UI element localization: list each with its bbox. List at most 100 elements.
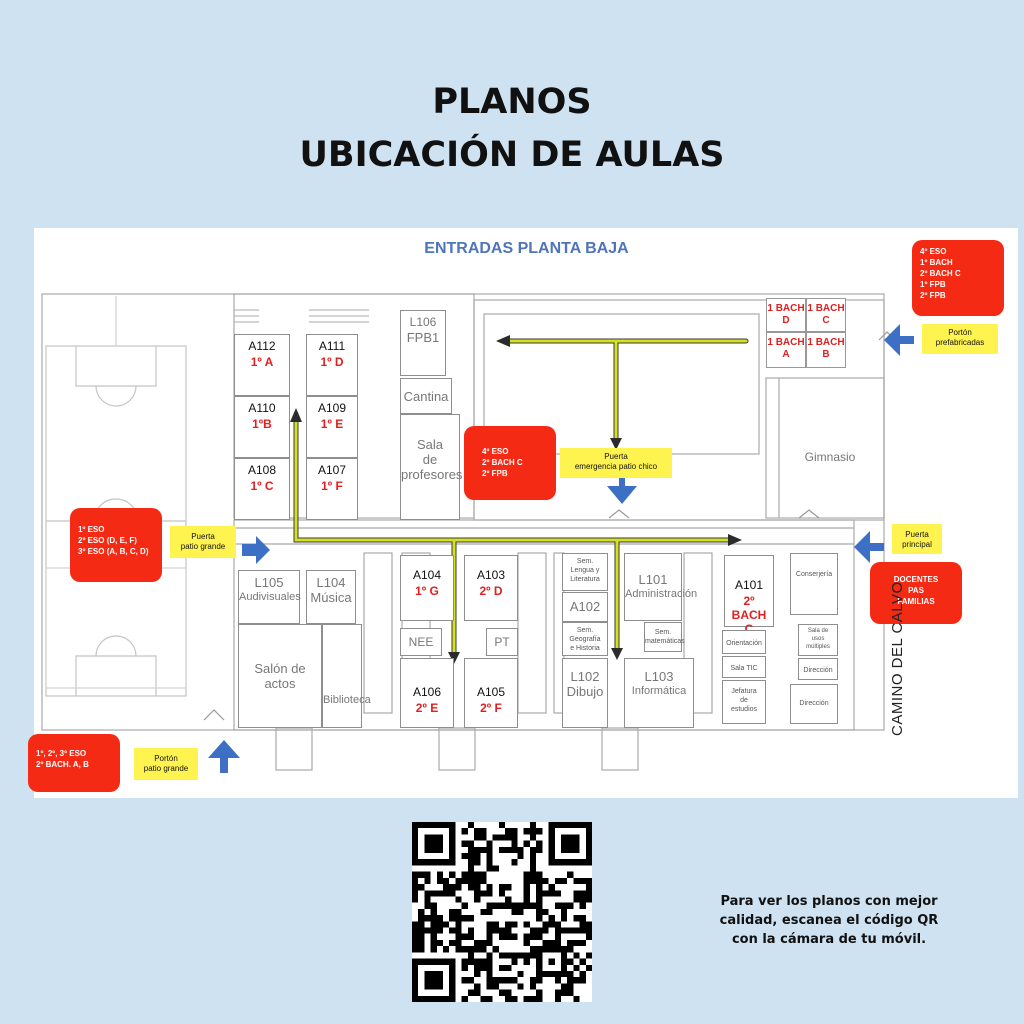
bach-group: B bbox=[822, 349, 830, 360]
room-sub: FPB1 bbox=[406, 330, 440, 345]
room-a108: A108 1º C bbox=[234, 458, 290, 520]
label-line: principal bbox=[902, 540, 932, 549]
room-cantina: Cantina bbox=[400, 378, 452, 414]
room-sala-tic: Sala TIC bbox=[722, 656, 766, 678]
room-group: 2º F bbox=[480, 701, 502, 715]
page-subtitle: UBICACIÓN DE AULAS bbox=[299, 135, 725, 175]
groups-box-top-right: 4º ESO 1º BACH 2º BACH C 1º FPB 2º FPB bbox=[912, 240, 1004, 316]
label-line: Puerta bbox=[604, 452, 628, 461]
room-a103: A103 2º D bbox=[464, 555, 518, 621]
room-group: 1º G bbox=[415, 584, 439, 598]
room-code: A107 bbox=[317, 463, 347, 477]
room-orientacion: Orientación bbox=[722, 630, 766, 654]
bach-label: 1 BACH bbox=[767, 303, 805, 314]
room-code: A110 bbox=[248, 401, 276, 415]
group-line: 1º, 2º, 3º ESO bbox=[36, 749, 87, 758]
room-name: Sala TIC bbox=[730, 665, 758, 672]
room-code: A101 bbox=[734, 578, 764, 592]
room-name: Conserjería bbox=[795, 571, 833, 578]
label-line: Portón bbox=[154, 754, 178, 763]
qr-caption-line: con la cámara de tu móvil. bbox=[731, 932, 927, 947]
room-line: actos bbox=[264, 676, 296, 691]
room-a107: A107 1º F bbox=[306, 458, 358, 520]
groups-box-right: DOCENTES PAS FAMILIAS bbox=[870, 562, 962, 624]
group-line: 1º ESO bbox=[78, 525, 105, 534]
bach-group: C bbox=[822, 315, 830, 326]
room-sub: Administración bbox=[625, 588, 698, 600]
room-direccion-2: Dirección bbox=[790, 684, 838, 724]
room-line: Sem. bbox=[576, 627, 594, 634]
room-name: Dirección bbox=[799, 700, 829, 707]
bach-label: 1 BACH bbox=[767, 337, 805, 348]
label-puerta-principal: Puerta principal bbox=[892, 524, 942, 554]
qr-code[interactable] bbox=[412, 822, 592, 1002]
room-conserjeria: Conserjería bbox=[790, 553, 838, 615]
room-code: L106 bbox=[409, 315, 437, 329]
room-group: 2º D bbox=[479, 584, 503, 598]
room-sem-matematicas: Sem.matemáticas bbox=[644, 622, 685, 652]
room-name: Gimnasio bbox=[804, 450, 856, 464]
bach-label: 1 BACH bbox=[807, 303, 845, 314]
room-line: Sem. bbox=[576, 558, 594, 565]
floor-plan-walls bbox=[41, 293, 914, 773]
room-line: de bbox=[422, 452, 438, 467]
group-line: 4º ESO bbox=[482, 447, 509, 456]
room-name: NEE bbox=[408, 635, 434, 649]
room-line: usos bbox=[811, 636, 825, 642]
room-group: 1º F bbox=[321, 479, 343, 493]
room-line: múltiples bbox=[806, 644, 830, 650]
room-a104: A104 1º G bbox=[400, 555, 454, 621]
room-name: Biblioteca bbox=[323, 694, 371, 706]
room-group-2: C bbox=[744, 622, 754, 636]
room-group: 1º E bbox=[320, 417, 344, 431]
room-biblioteca: Biblioteca bbox=[322, 624, 371, 728]
room-line: e Historia bbox=[570, 645, 600, 652]
qr-caption-line: calidad, escanea el código QR bbox=[719, 913, 939, 928]
group-line: 2º ESO (D, E, F) bbox=[78, 536, 137, 545]
street-label: CAMINO DEL CALVO bbox=[889, 581, 906, 736]
bach-group: D bbox=[782, 315, 790, 326]
room-code: A103 bbox=[476, 568, 506, 582]
room-group: 1º C bbox=[250, 479, 274, 493]
label-porton-patio-grande: Portón patio grande bbox=[134, 748, 198, 780]
room-line: Geografía bbox=[569, 636, 601, 643]
group-line: 4º ESO bbox=[920, 247, 947, 256]
room-line: Lengua y bbox=[570, 567, 600, 574]
room-code: A108 bbox=[247, 463, 277, 477]
room-sem-geografia: Sem. Geografía e Historia bbox=[562, 622, 608, 656]
label-line: Portón bbox=[948, 328, 972, 337]
room-a102: A102 bbox=[562, 592, 608, 622]
room-direccion-1: Dirección bbox=[798, 658, 838, 680]
room-line: Jefatura bbox=[731, 688, 757, 695]
room-code: A104 bbox=[412, 568, 442, 582]
room-sub: Dibujo bbox=[566, 684, 604, 699]
room-group: 2º BACH bbox=[731, 594, 767, 622]
room-name: PT bbox=[494, 635, 510, 649]
qr-caption-line: Para ver los planos con mejor bbox=[720, 894, 938, 909]
label-puerta-patio-grande: Puerta patio grande bbox=[170, 526, 236, 558]
room-line: Salón de bbox=[254, 661, 306, 676]
room-group: 1º A bbox=[250, 355, 274, 369]
room-code: L101 bbox=[638, 572, 668, 587]
room-line: Sala de bbox=[807, 628, 829, 634]
label-line: patio grande bbox=[143, 764, 189, 773]
group-line: 2º BACH C bbox=[920, 269, 961, 278]
group-line: 1º FPB bbox=[920, 280, 946, 289]
